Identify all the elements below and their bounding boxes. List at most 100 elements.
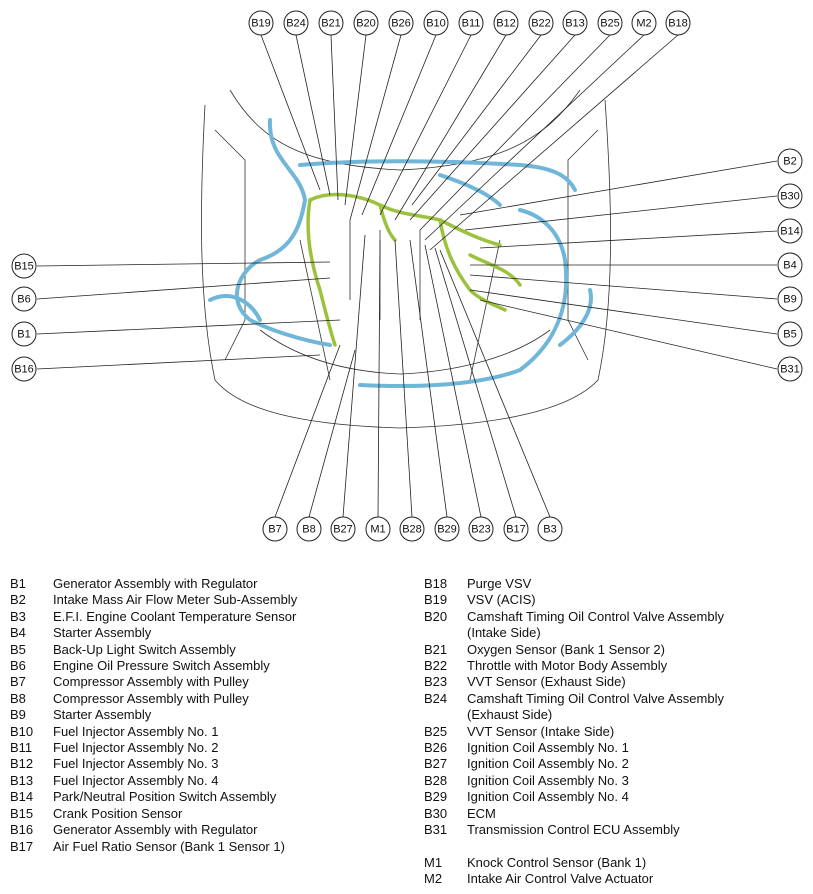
callout-label: B11 [462, 18, 481, 30]
legend-description: Crank Position Sensor [53, 805, 183, 821]
legend-description: Camshaft Timing Oil Control Valve Assemb… [467, 608, 724, 641]
wire-harness-green [306, 192, 522, 347]
legend-row: B16 Generator Assembly with Regulator [10, 822, 297, 838]
callout-b7: B7 [262, 516, 288, 542]
legend-row: B22 Throttle with Motor Body Assembly [424, 658, 724, 674]
callout-label: B5 [783, 329, 796, 341]
legend-code: B19 [424, 592, 448, 608]
legend-description: VVT Sensor (Exhaust Side) [467, 674, 626, 690]
callout-label: B13 [565, 18, 585, 30]
callout-circle [528, 10, 554, 36]
callout-label: B15 [14, 261, 34, 273]
legend-description: Fuel Injector Assembly No. 4 [53, 772, 219, 788]
legend-code: B27 [424, 756, 448, 772]
callout-label: B18 [668, 18, 688, 30]
callout-label: B6 [17, 294, 30, 306]
legend-description: Generator Assembly with Regulator [53, 822, 258, 838]
callout-b11: B11 [458, 10, 484, 36]
legend-description: Park/Neutral Position Switch Assembly [53, 789, 277, 805]
legend-description: Fuel Injector Assembly No. 3 [53, 756, 219, 772]
legend-code: B26 [424, 740, 448, 756]
legend-code: M1 [424, 854, 443, 870]
legend-code: B24 [424, 690, 448, 706]
callout-b1: B1 [11, 321, 37, 347]
legend-code: B28 [424, 772, 448, 788]
callout-label: B26 [391, 18, 411, 30]
callout-b14: B14 [777, 218, 803, 244]
callout-label: B21 [321, 18, 341, 30]
legend-row: B20 Camshaft Timing Oil Control Valve Ass… [424, 609, 724, 642]
callout-b18: B18 [665, 10, 691, 36]
callout-label: B7 [268, 524, 281, 536]
leader-lines [36, 34, 778, 518]
legend-code: B17 [10, 838, 34, 854]
legend-code: B25 [424, 723, 448, 739]
callout-circle [777, 286, 803, 312]
legend-code: B15 [10, 805, 34, 821]
callout-circle [388, 10, 414, 36]
legend-code: M2 [424, 870, 443, 886]
callout-circle [777, 183, 803, 209]
callout-label: B31 [780, 364, 800, 376]
callout-circle [365, 516, 391, 542]
legend-description: Fuel Injector Assembly No. 2 [53, 740, 219, 756]
callout-circle [631, 10, 657, 36]
legend-code: B23 [424, 674, 448, 690]
callout-b5: B5 [777, 321, 803, 347]
callout-b29: B29 [434, 516, 460, 542]
callout-b19: B19 [248, 10, 274, 36]
callout-label: B16 [14, 364, 34, 376]
callout-circle [537, 516, 563, 542]
callout-label: B9 [783, 294, 796, 306]
legend-code: B16 [10, 822, 34, 838]
legend-description: Throttle with Motor Body Assembly [467, 658, 668, 674]
callout-label: B4 [783, 260, 796, 272]
callout-circle [777, 356, 803, 382]
legend-code: B22 [424, 658, 448, 674]
callout-label: B23 [471, 524, 491, 536]
callout-circle [11, 321, 37, 347]
callout-label: B22 [531, 18, 551, 30]
callout-b6: B6 [11, 286, 37, 312]
callout-label: B19 [251, 18, 271, 30]
callout-label: B27 [333, 524, 353, 536]
legend-code: B30 [424, 805, 448, 821]
callout-b31: B31 [777, 356, 803, 382]
callout-circle [11, 286, 37, 312]
callout-b30: B30 [777, 183, 803, 209]
legend-description: Starter Assembly [53, 625, 152, 641]
legend-description: Ignition Coil Assembly No. 1 [467, 740, 629, 756]
legend-code: B13 [10, 772, 34, 788]
callout-label: B12 [496, 18, 516, 30]
callout-label: B3 [543, 524, 556, 536]
legend-row: B13 Fuel Injector Assembly No. 4 [10, 773, 297, 789]
legend-code: B20 [424, 608, 448, 624]
callout-b9: B9 [777, 286, 803, 312]
callout-b4: B4 [777, 252, 803, 278]
callout-circle [11, 356, 37, 382]
callout-b23: B23 [468, 516, 494, 542]
callout-label: B2 [783, 156, 796, 168]
callout-circle [11, 253, 37, 279]
callout-b16: B16 [11, 356, 37, 382]
callout-b25: B25 [597, 10, 623, 36]
legend-description: Transmission Control ECU Assembly [467, 822, 680, 838]
callout-b13: B13 [562, 10, 588, 36]
legend-description: Fuel Injector Assembly No. 1 [53, 723, 219, 739]
callout-label: B14 [780, 226, 800, 238]
